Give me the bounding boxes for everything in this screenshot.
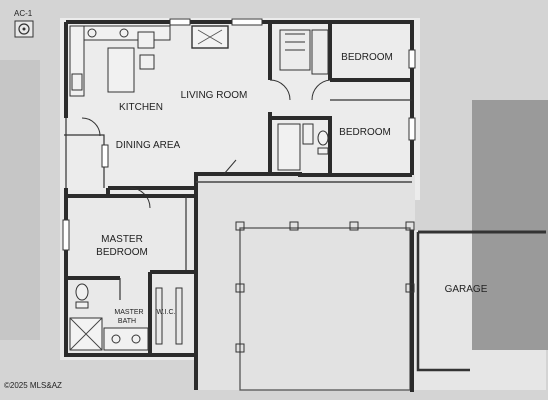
garage-label: GARAGE <box>445 284 488 295</box>
wall-bath-hall <box>270 116 332 175</box>
master-bath-label-line2: BATH <box>118 318 136 325</box>
dining-bumpout <box>64 118 105 188</box>
kitchen-label: KITCHEN <box>119 102 163 113</box>
master-bath-label-line1: MASTER <box>114 309 143 316</box>
bedroom-second-label: BEDROOM <box>339 127 391 138</box>
garage-shade <box>472 100 548 350</box>
living-room-label: LIVING ROOM <box>181 90 248 101</box>
bedroom-top-label: BEDROOM <box>341 52 393 63</box>
wall-bedroom-top-south <box>328 22 412 82</box>
copyright-notice: ©2025 MLS&AZ <box>4 381 62 390</box>
wic-shelves <box>155 287 183 345</box>
closet-shelving <box>279 29 329 75</box>
master-bath-fixtures <box>69 283 149 351</box>
windows <box>62 18 416 251</box>
wall-house-bottom <box>108 172 412 190</box>
left-shade <box>0 60 40 340</box>
corner-symbol-icon <box>14 20 34 38</box>
door-swings <box>81 79 331 209</box>
fireplace <box>191 25 229 49</box>
garage-area-paper <box>195 175 415 390</box>
master-bedroom-label-line2: BEDROOM <box>96 247 148 258</box>
kitchen-counters <box>69 25 171 97</box>
master-bedroom-label-line1: MASTER <box>101 234 143 245</box>
corner-code-label: AC-1 <box>14 9 33 18</box>
wic-label: W.I.C. <box>156 309 175 316</box>
hall-bath-fixtures <box>277 123 329 171</box>
garage-structure <box>196 181 546 392</box>
dining-area-label: DINING AREA <box>116 140 181 151</box>
